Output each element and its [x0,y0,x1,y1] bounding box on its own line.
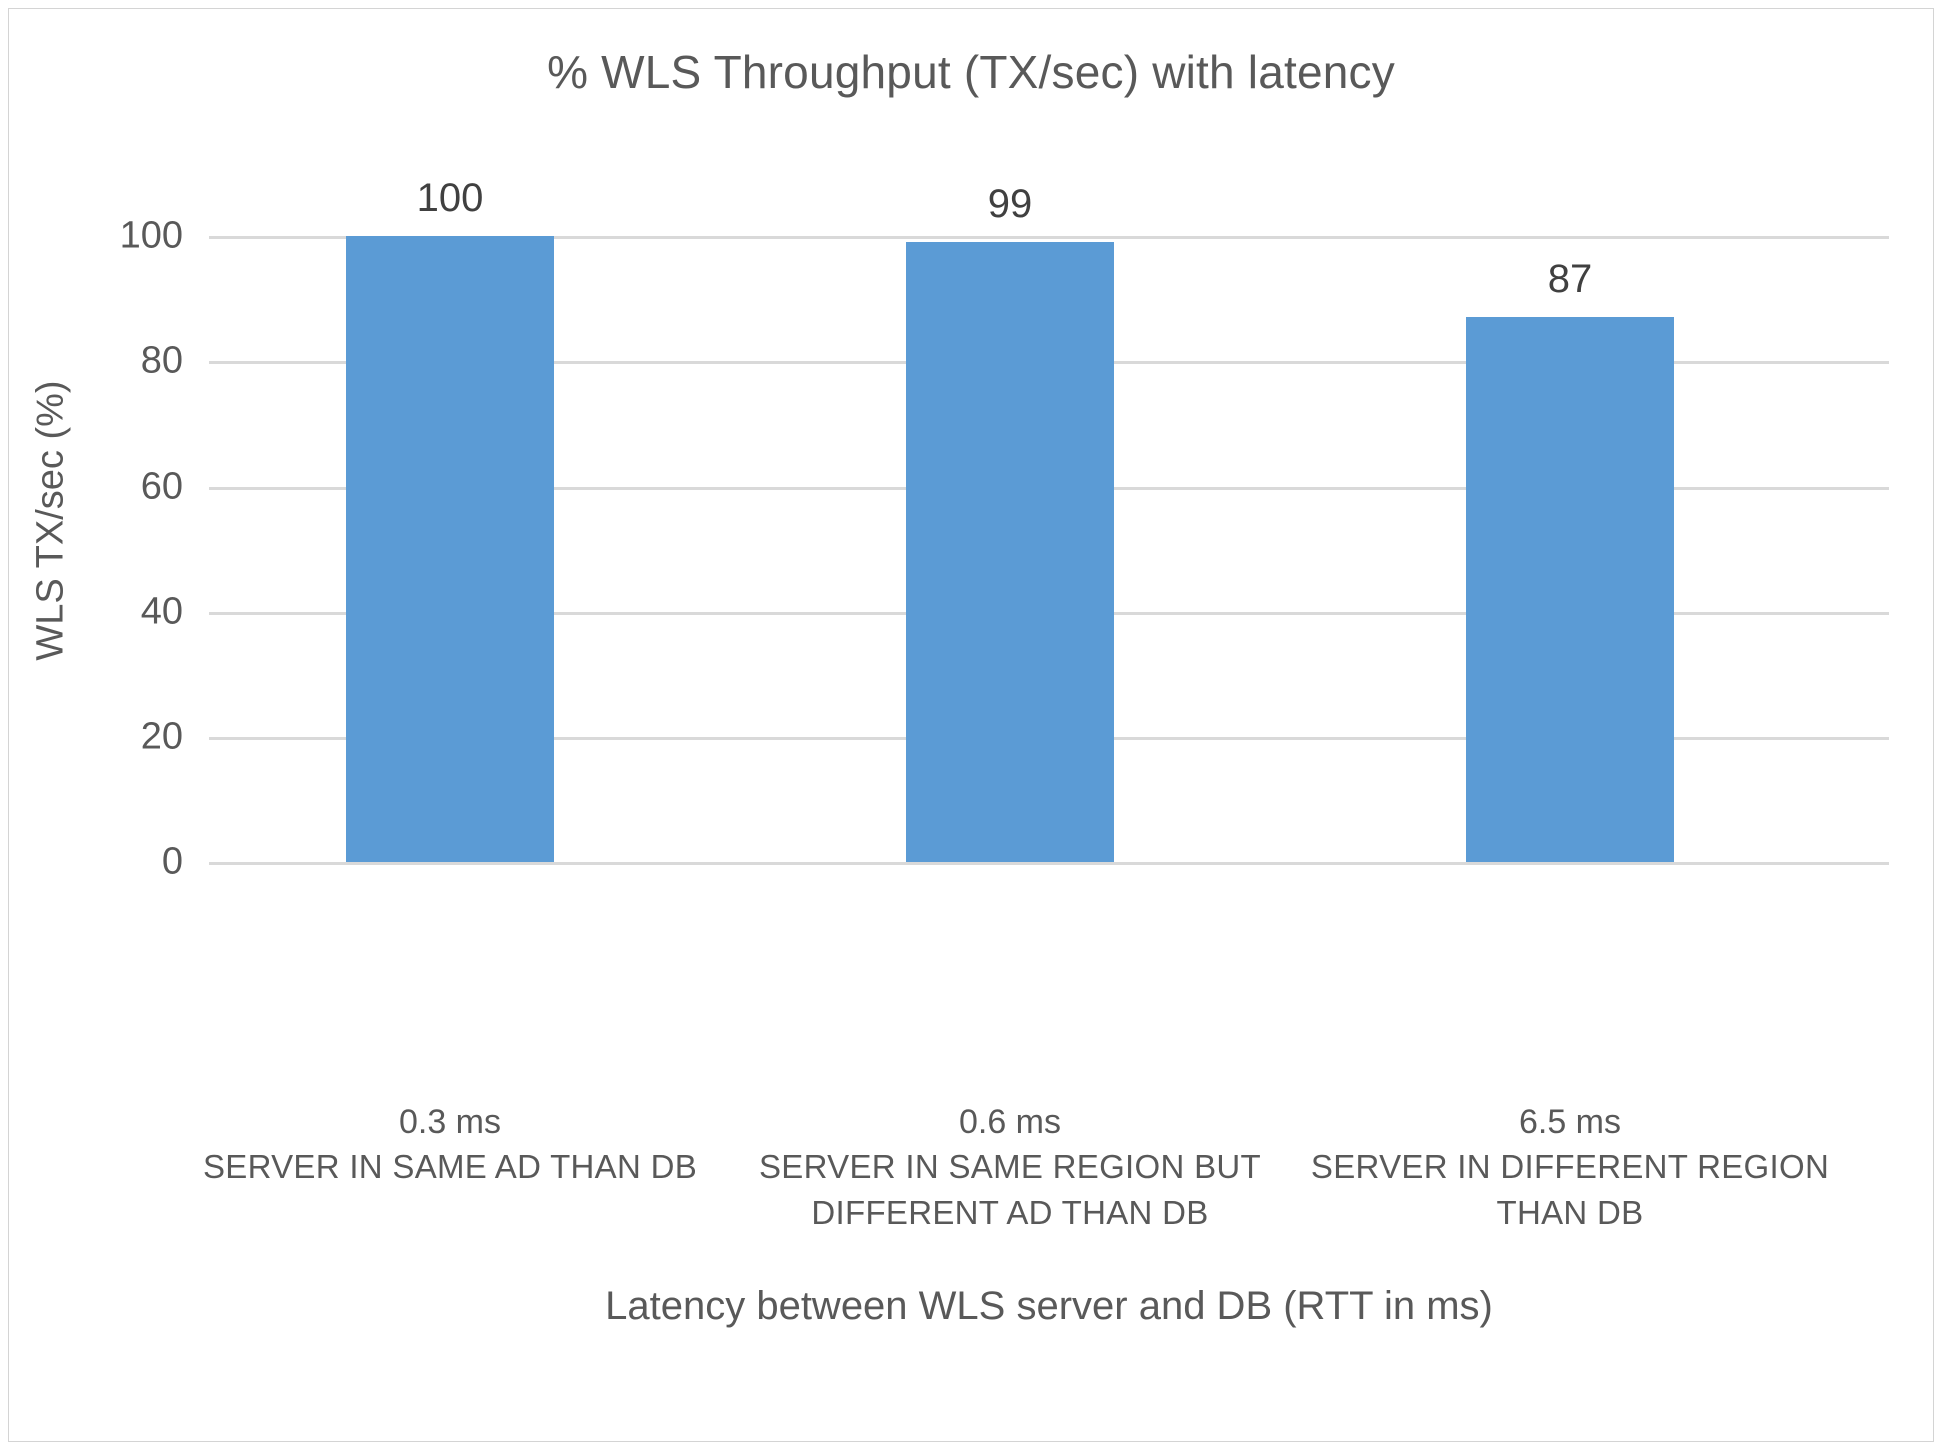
y-tick-label-20: 20 [140,715,183,758]
y-tick-label-60: 60 [140,465,183,508]
bar-2[interactable] [1466,317,1674,862]
x-axis-title: Latency between WLS server and DB (RTT i… [605,1284,1493,1328]
y-axis-title: WLS TX/sec (%) [29,380,72,661]
y-tick-label-40: 40 [140,590,183,633]
bar-1[interactable] [906,242,1114,862]
bar-value-2: 87 [1547,257,1593,301]
x-category-desc-0-line-0: SERVER IN SAME AD THAN DB [202,1148,698,1185]
y-tick-label-0: 0 [161,840,183,883]
y-tick-label-100: 100 [119,214,183,257]
x-category-value-2: 6.5 ms [1518,1103,1622,1141]
chart-title: % WLS Throughput (TX/sec) with latency [547,46,1395,98]
x-category-desc-2-line-0: SERVER IN DIFFERENT REGION [1310,1148,1830,1185]
bar-0[interactable] [346,236,554,862]
gridline-100 [209,236,1889,239]
x-category-label-2: 6.5 ms SERVER IN DIFFERENT REGION THAN D… [1260,1100,1880,1236]
y-tick-label-80: 80 [140,339,183,382]
x-category-value-1: 0.6 ms [958,1103,1062,1141]
bar-value-0: 100 [416,176,484,220]
x-category-label-0: 0.3 ms SERVER IN SAME AD THAN DB [140,1100,760,1190]
plot-area: 100 80 60 40 20 0 100 99 87 0.3 ms SERVE… [120,176,1889,1328]
x-category-label-1: 0.6 ms SERVER IN SAME REGION BUT DIFFERE… [700,1100,1320,1236]
gridline-0 [209,862,1889,865]
bar-value-1: 99 [987,182,1033,226]
x-category-desc-1-line-1: DIFFERENT AD THAN DB [811,1194,1209,1231]
x-category-value-0: 0.3 ms [398,1103,502,1141]
x-category-desc-2-line-1: THAN DB [1496,1194,1644,1231]
x-category-desc-1-line-0: SERVER IN SAME REGION BUT [759,1148,1261,1185]
chart-container: % WLS Throughput (TX/sec) with latency W… [8,8,1934,1442]
